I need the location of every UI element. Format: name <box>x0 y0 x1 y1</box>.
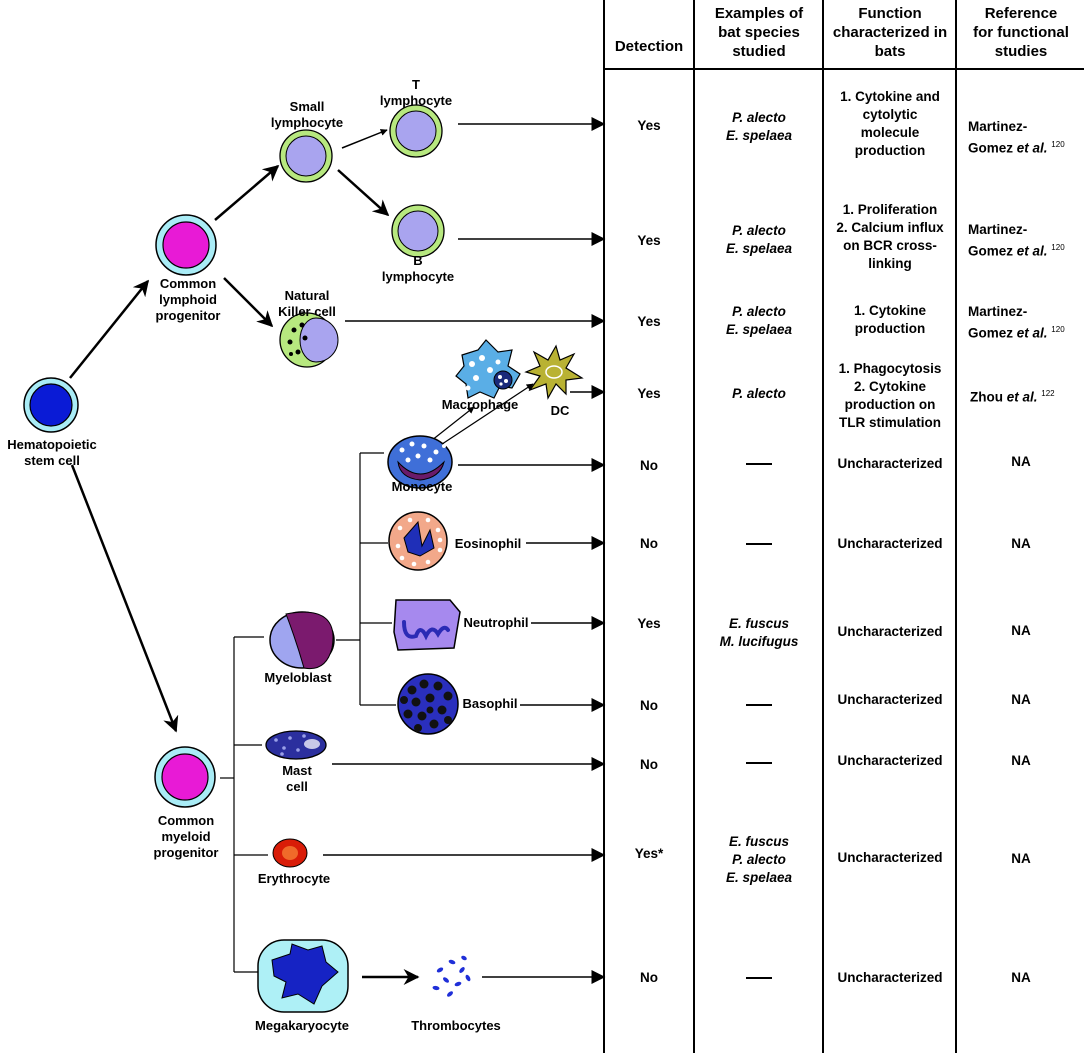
label-basophil: Basophil <box>462 696 518 711</box>
row-arrows <box>323 117 606 984</box>
lymphoid-progenitor-icon <box>155 214 217 276</box>
label-eosinophil: Eosinophil <box>454 536 522 551</box>
macrophage-icon <box>455 339 521 399</box>
detection-monocyte: No <box>640 458 658 473</box>
label-erythrocyte: Erythrocyte <box>257 871 331 886</box>
label-dc: DC <box>550 403 570 418</box>
detection-macrophage-dc: Yes <box>637 386 661 401</box>
label-neutrophil: Neutrophil <box>463 615 529 630</box>
megakaryocyte-icon <box>257 939 349 1013</box>
mast-cell-icon <box>265 730 327 760</box>
species-macrophage-dc: P. alecto <box>732 386 786 401</box>
erythrocyte-icon <box>272 838 308 868</box>
small-lymphocyte-icon <box>279 129 333 183</box>
t-lymphocyte-icon <box>389 104 443 158</box>
reference-thrombocytes: NA <box>1011 970 1031 985</box>
detection-thrombocytes: No <box>640 970 658 985</box>
detection-basophil: No <box>640 698 658 713</box>
table-grid <box>603 0 1084 1053</box>
label-myeloblast: Myeloblast <box>264 670 332 685</box>
thrombocytes-icon <box>432 955 471 997</box>
detection-t-lymphocyte: Yes <box>637 118 661 133</box>
reference-b-lymphocyte: Martinez-Gomez et al. 120 <box>968 222 1065 259</box>
function-mast-cell: Uncharacterized <box>837 753 943 768</box>
label-macrophage: Macrophage <box>441 397 519 412</box>
species-dash-mast-cell <box>746 762 772 764</box>
label-thrombocytes: Thrombocytes <box>411 1018 501 1033</box>
label-megakaryocyte: Megakaryocyte <box>255 1018 349 1033</box>
label-monocyte: Monocyte <box>391 479 453 494</box>
function-monocyte: Uncharacterized <box>837 456 943 471</box>
function-neutrophil: Uncharacterized <box>837 624 943 639</box>
species-dash-eosinophil <box>746 543 772 545</box>
reference-natural-killer-cell: Martinez-Gomez et al. 120 <box>968 304 1065 341</box>
natural-killer-cell-icon <box>279 312 339 368</box>
reference-macrophage-dc: Zhou et al. 122 <box>970 389 1055 405</box>
reference-mast-cell: NA <box>1011 753 1031 768</box>
detection-neutrophil: Yes <box>637 616 661 631</box>
reference-basophil: NA <box>1011 692 1031 707</box>
header-detection: Detection <box>614 38 684 55</box>
function-erythrocyte: Uncharacterized <box>837 850 943 865</box>
eosinophil-icon <box>388 511 448 571</box>
ref-superscript: 120 <box>1051 243 1065 252</box>
function-basophil: Uncharacterized <box>837 692 943 707</box>
myeloid-brackets <box>220 452 396 973</box>
ref-superscript: 120 <box>1051 140 1065 149</box>
function-thrombocytes: Uncharacterized <box>837 970 943 985</box>
detection-natural-killer-cell: Yes <box>637 314 661 329</box>
neutrophil-icon <box>393 599 461 651</box>
function-eosinophil: Uncharacterized <box>837 536 943 551</box>
species-dash-thrombocytes <box>746 977 772 979</box>
reference-neutrophil: NA <box>1011 623 1031 638</box>
monocyte-icon <box>387 435 453 489</box>
ref-superscript: 120 <box>1051 325 1065 334</box>
hematopoietic-stem-cell-icon <box>23 377 79 433</box>
detection-eosinophil: No <box>640 536 658 551</box>
species-dash-basophil <box>746 704 772 706</box>
reference-monocyte: NA <box>1011 454 1031 469</box>
dendritic-cell-icon <box>524 344 584 400</box>
species-dash-monocyte <box>746 463 772 465</box>
reference-erythrocyte: NA <box>1011 851 1031 866</box>
b-lymphocyte-icon <box>391 204 445 258</box>
detection-erythrocyte: Yes* <box>634 846 664 861</box>
ref-superscript: 122 <box>1041 389 1055 398</box>
basophil-icon <box>397 673 459 735</box>
reference-t-lymphocyte: Martinez-Gomez et al. 120 <box>968 119 1065 156</box>
detection-mast-cell: No <box>640 757 658 772</box>
myeloblast-icon <box>269 611 335 670</box>
reference-eosinophil: NA <box>1011 536 1031 551</box>
myeloid-progenitor-icon <box>154 746 216 808</box>
detection-b-lymphocyte: Yes <box>637 233 661 248</box>
